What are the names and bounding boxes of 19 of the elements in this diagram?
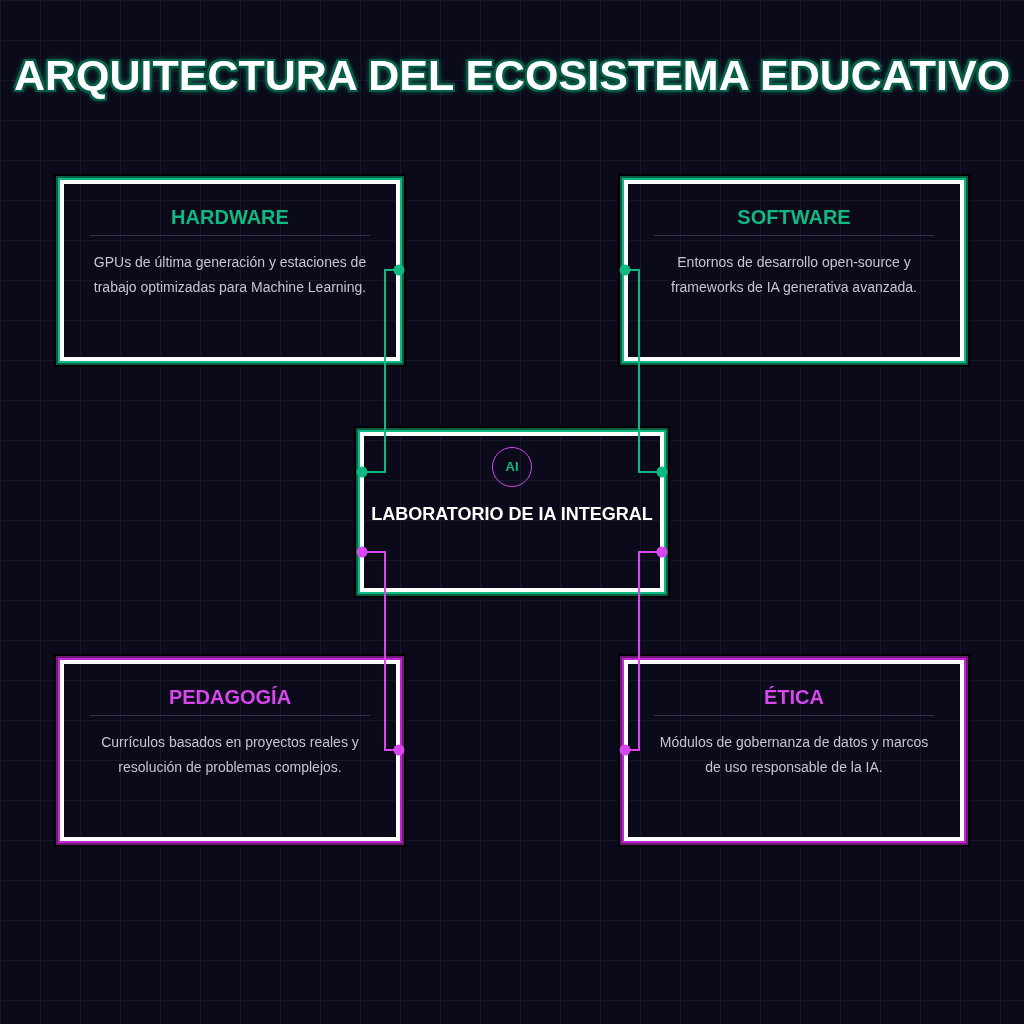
framed-card (54, 174, 406, 367)
card-heading: SOFTWARE (737, 205, 851, 229)
diagram-title: ARQUITECTURA DEL ECOSISTEMA EDUCATIVO (13, 50, 1011, 100)
framed-card (618, 174, 970, 367)
card-heading: HARDWARE (171, 205, 289, 229)
framed-card (354, 426, 670, 598)
card-heading: ÉTICA (764, 685, 824, 709)
card-heading: PEDAGOGÍA (168, 685, 292, 709)
connector-line (619, 546, 668, 756)
card-description: Entornos de desarrollo open-source y frameworks de IA generativa avanzada. (670, 253, 918, 297)
hub-title: LABORATORIO DE IA INTEGRAL (371, 503, 653, 525)
connector-line (619, 264, 668, 478)
connector-line (356, 264, 405, 478)
card-description: GPUs de última generación y estaciones de trabajo optimizadas para Machine Learning. (92, 253, 368, 297)
connector-line (356, 546, 405, 756)
card-description: Módulos de gobernanza de datos y marcos de uso responsable de la IA. (658, 733, 930, 777)
framed-card (618, 654, 970, 847)
framed-card (54, 654, 406, 847)
card-description: Currículos basados en proyectos reales y resolución de problemas complejos. (100, 733, 360, 777)
